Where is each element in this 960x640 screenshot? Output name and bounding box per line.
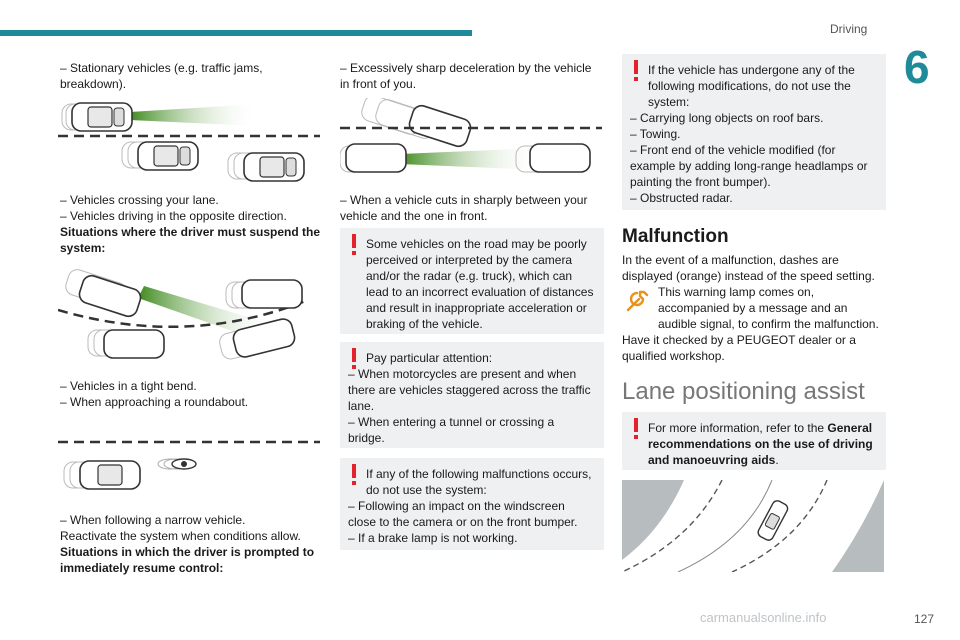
col1-text-2: – Vehicles crossing your lane. – Vehicle… (60, 192, 322, 256)
warning-notice-modifications: If the vehicle has undergone any of the … (622, 54, 886, 210)
warning-exclamation-icon (634, 60, 638, 81)
notice-text: For more information, refer to the Gener… (630, 420, 876, 468)
notice-text: Pay particular attention: (366, 351, 493, 365)
warning-notice-malfunctions: If any of the following malfunctions occ… (340, 458, 604, 550)
paragraph: – Stationary vehicles (e.g. traffic jams… (60, 61, 263, 91)
warning-exclamation-icon (352, 348, 356, 369)
notice-text: – Obstructed radar. (630, 191, 733, 205)
paragraph: – Vehicles crossing your lane. (60, 193, 219, 207)
warning-notice-perception: Some vehicles on the road may be poorly … (340, 228, 604, 334)
paragraph: In the event of a malfunction, dashes ar… (622, 253, 875, 283)
paragraph: – Vehicles in a tight bend. (60, 379, 197, 393)
notice-text: – Towing. (630, 127, 681, 141)
illustration-tight-bend (58, 269, 309, 360)
illustration-lane-positioning (622, 480, 884, 572)
illustration-narrow-vehicle (58, 440, 320, 490)
paragraph-text: This warning lamp comes on, accompanied … (658, 285, 879, 331)
subheading: Situations where the driver must suspend… (60, 225, 321, 255)
notice-text: – Following an impact on the windscreen … (348, 499, 578, 529)
chapter-number: 6 (904, 41, 930, 93)
notice-text: If any of the following malfunctions occ… (366, 467, 592, 497)
notice-text: – Front end of the vehicle modified (for… (630, 143, 868, 189)
warning-exclamation-icon (352, 464, 356, 485)
notice-text: If the vehicle has undergone any of the … (648, 63, 855, 109)
notice-text-end: . (775, 453, 779, 467)
notice-text: – If a brake lamp is not working. (348, 531, 518, 545)
paragraph: – When a vehicle cuts in sharply between… (340, 193, 588, 223)
section-title: Driving (830, 22, 868, 36)
heading-malfunction: Malfunction (622, 226, 729, 247)
col1-text-4: – When following a narrow vehicle. React… (60, 512, 322, 576)
paragraph: – When following a narrow vehicle. (60, 513, 246, 527)
col1-text-1: – Stationary vehicles (e.g. traffic jams… (60, 60, 322, 92)
paragraph: This warning lamp comes on, accompanied … (622, 284, 886, 332)
notice-text: – Carrying long objects on roof bars. (630, 111, 824, 125)
col2-text-2: – When a vehicle cuts in sharply between… (340, 192, 602, 224)
paragraph: Reactivate the system when conditions al… (60, 529, 301, 543)
header-accent-bar (0, 30, 472, 36)
warning-notice-more-info: For more information, refer to the Gener… (622, 412, 886, 470)
illustration-sharp-deceleration (340, 98, 602, 173)
warning-notice-attention: Pay particular attention: – When motorcy… (340, 342, 604, 448)
watermark: carmanualsonline.info (700, 610, 827, 625)
heading-lane-positioning-assist: Lane positioning assist (622, 378, 865, 405)
col1-text-3: – Vehicles in a tight bend. – When appro… (60, 378, 322, 410)
notice-link-text: General recommendations on the use of dr… (648, 421, 873, 467)
notice-text: Some vehicles on the road may be poorly … (366, 237, 594, 331)
notice-text-lead: For more information, refer to the (648, 421, 828, 435)
warning-exclamation-icon (352, 234, 356, 255)
illustration-stationary-vehicles (58, 102, 320, 182)
paragraph: – When approaching a roundabout. (60, 395, 249, 409)
col3-malfunction-text: In the event of a malfunction, dashes ar… (622, 252, 886, 364)
notice-text: – When motorcycles are present and when … (348, 367, 591, 413)
notice-text: – When entering a tunnel or crossing a b… (348, 415, 555, 445)
col2-text-1: – Excessively sharp deceleration by the … (340, 60, 602, 92)
paragraph: – Excessively sharp deceleration by the … (340, 61, 592, 91)
wrench-warning-lamp-icon (626, 290, 649, 312)
paragraph: – Vehicles driving in the opposite direc… (60, 209, 287, 223)
page-number: 127 (914, 612, 935, 626)
subheading: Situations in which the driver is prompt… (60, 545, 315, 575)
warning-exclamation-icon (634, 418, 638, 439)
paragraph: Have it checked by a PEUGEOT dealer or a… (622, 333, 856, 363)
